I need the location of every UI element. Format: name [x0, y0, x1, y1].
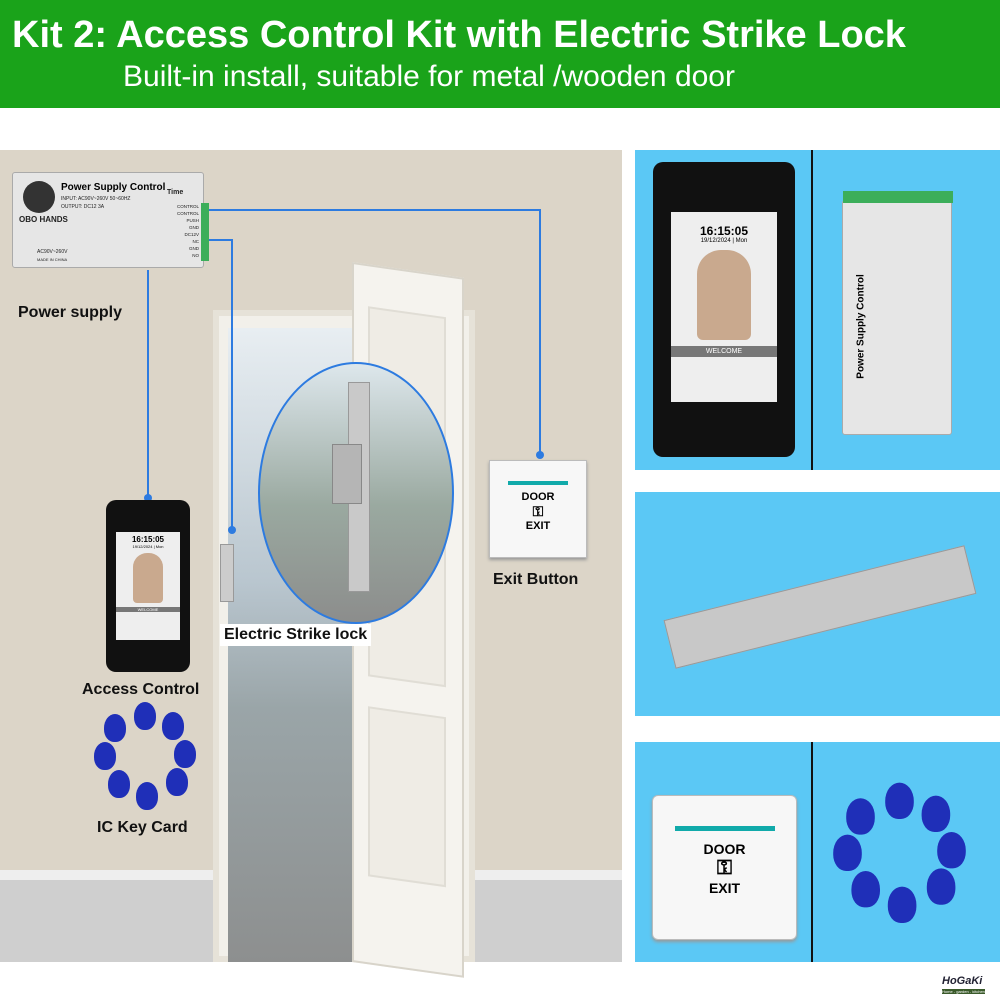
face-image	[133, 553, 163, 603]
brand-tagline: Home - garden - kitchen	[942, 989, 985, 994]
device-screen: 16:15:05 19/12/2024 | Mon WELCOME	[116, 532, 180, 640]
device-large-screen: 16:15:05 19/12/2024 | Mon WELCOME	[671, 212, 777, 402]
terminal-label: GND	[189, 246, 199, 251]
psu-brand: OBO HANDS	[19, 215, 68, 224]
psu-time: Time	[167, 189, 184, 196]
strike-lock-zoom	[258, 362, 454, 624]
label-power-supply: Power supply	[18, 304, 123, 321]
psu-rotated: Power Supply Control	[842, 191, 953, 435]
exit-photo-door: DOOR	[703, 841, 746, 857]
divider	[811, 742, 813, 962]
hand-logo-icon	[23, 181, 55, 213]
psu-rotated-title: Power Supply Control	[855, 274, 867, 379]
psu-made: MADE IN CHINA	[37, 257, 68, 262]
panel-strike-lock	[635, 492, 1000, 716]
device-large: 16:15:05 19/12/2024 | Mon WELCOME	[653, 162, 795, 457]
terminal-label: CONTROL	[176, 204, 199, 209]
terminal-labels: CONTROL CONTROL PUSH GND DC12V NC GND NO	[163, 203, 199, 259]
terminal-label: CONTROL	[176, 211, 199, 216]
psu-input: INPUT: AC90V~260V 50~60HZ	[61, 196, 131, 202]
device-large-date: 19/12/2024 | Mon	[700, 238, 748, 244]
label-electric-strike: Electric Strike lock	[220, 624, 372, 646]
device-welcome: WELCOME	[116, 607, 180, 612]
terminal-label: DC12V	[184, 232, 199, 237]
strike-lock-photo	[663, 545, 977, 669]
exit-door-text: DOOR	[521, 491, 555, 503]
psu-voltage: AC90V~260V	[37, 249, 68, 255]
key-icon: ⚿	[716, 857, 733, 879]
exit-exit-text: EXIT	[525, 520, 551, 532]
page-subtitle: Built-in install, suitable for metal /wo…	[123, 60, 735, 93]
label-access-control: Access Control	[82, 681, 200, 698]
access-control-device: 16:15:05 19/12/2024 | Mon WELCOME	[106, 500, 190, 672]
wiring	[144, 209, 544, 534]
power-supply: OBO HANDS Power Supply Control INPUT: AC…	[12, 172, 209, 268]
exit-button-photo: DOOR ⚿ EXIT	[652, 795, 797, 940]
page-title: Kit 2: Access Control Kit with Electric …	[12, 14, 906, 56]
key-icon: ⚿	[532, 503, 544, 519]
psu-title: Power Supply Control	[61, 182, 166, 193]
label-ic-key-card: IC Key Card	[97, 819, 188, 836]
strike-lock-small	[220, 544, 234, 602]
label-exit-button: Exit Button	[493, 571, 579, 588]
key-cards-image	[90, 700, 200, 815]
terminal-block	[201, 203, 209, 261]
device-large-welcome: WELCOME	[671, 346, 777, 357]
exit-button: DOOR ⚿ EXIT	[489, 460, 587, 558]
terminal-label: PUSH	[186, 218, 199, 223]
brand-logo: HoGaKi	[942, 975, 983, 987]
header-banner: Kit 2: Access Control Kit with Electric …	[0, 0, 1000, 108]
face-image	[697, 250, 751, 340]
key-cards-photo	[828, 780, 1000, 988]
device-time: 16:15:05	[131, 535, 165, 544]
device-large-time: 16:15:05	[699, 224, 749, 238]
terminal-label: NO	[192, 253, 199, 258]
divider	[811, 150, 813, 470]
terminal-label: GND	[189, 225, 199, 230]
exit-photo-exit: EXIT	[708, 880, 741, 896]
terminal-label: NC	[192, 239, 200, 244]
psu-output: OUTPUT: DC12 3A	[61, 204, 105, 210]
device-date: 19/12/2024 | Mon	[132, 544, 164, 549]
